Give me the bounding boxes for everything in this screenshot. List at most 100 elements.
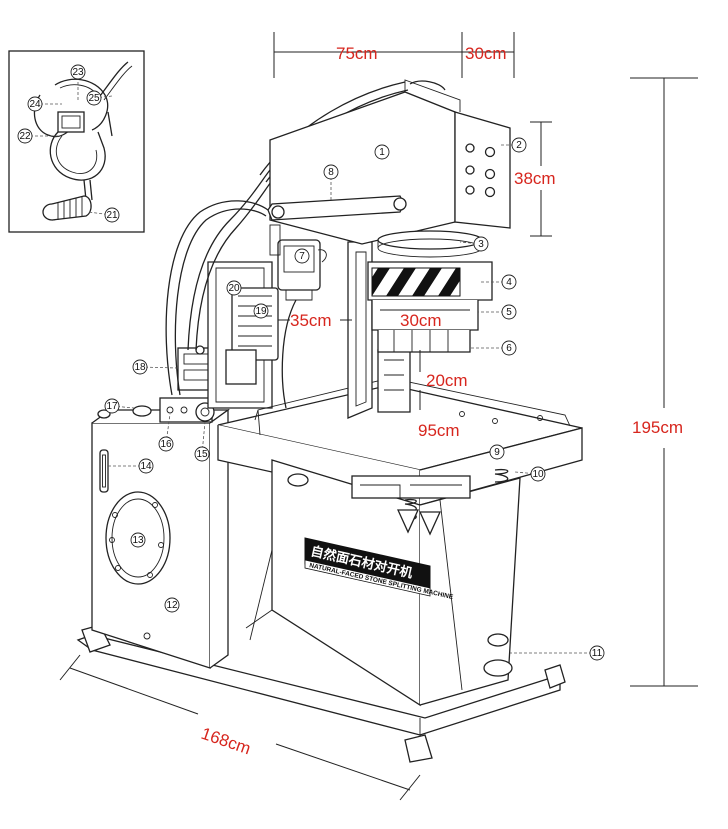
callout-circle	[489, 444, 505, 460]
callout-leader	[459, 241, 482, 245]
callout-13: 13	[130, 532, 146, 548]
callout-number: 3	[478, 239, 484, 250]
callout-leader	[514, 471, 539, 475]
callout-circle	[158, 436, 174, 452]
callout-number: 7	[299, 251, 305, 262]
callout-number: 25	[88, 93, 100, 104]
callout-circle	[501, 304, 517, 320]
dim-blade-width: 30cm	[400, 311, 442, 330]
callout-number: 11	[592, 648, 603, 659]
solenoid-valve	[269, 224, 327, 301]
press-column	[347, 241, 411, 419]
callout-number: 4	[506, 277, 512, 288]
callout-5: 5	[478, 304, 517, 320]
callout-17: 17	[104, 398, 135, 414]
callout-circle	[501, 340, 517, 356]
callout-19: 19	[253, 303, 269, 319]
lower-frame: 自然面石材对开机 NATURAL-FACED STONE SPLITTING M…	[245, 459, 521, 707]
callout-10: 10	[514, 466, 546, 482]
upper-blade	[367, 261, 493, 353]
callout-24: 24	[27, 96, 62, 112]
callout-number: 16	[160, 439, 172, 450]
callout-20: 20	[226, 280, 242, 296]
lower-blade-springs	[287, 468, 513, 677]
callout-circle	[164, 597, 180, 613]
callout-circle	[86, 90, 102, 106]
dimension-lines	[59, 32, 698, 801]
dim-head-height: 38cm	[514, 169, 556, 188]
callout-25: 25	[86, 90, 113, 106]
callout-number: 14	[140, 461, 152, 472]
callout-number: 10	[532, 469, 544, 480]
callout-number: 6	[506, 343, 512, 354]
base-frame	[76, 624, 566, 763]
callout-22: 22	[17, 128, 58, 144]
callout-number: 9	[494, 447, 500, 458]
callout-leader	[111, 405, 135, 409]
callout-2: 2	[500, 137, 527, 153]
upper-body	[269, 79, 511, 258]
callout-number: 21	[106, 210, 118, 221]
callout-number: 17	[106, 401, 118, 412]
callout-circle	[511, 137, 527, 153]
callout-circle	[130, 532, 146, 548]
callout-15: 15	[194, 421, 210, 462]
callout-circle	[70, 64, 86, 80]
callout-4: 4	[480, 274, 517, 290]
callout-number: 13	[132, 535, 144, 546]
callout-number: 23	[72, 67, 84, 78]
inset-detail	[8, 50, 145, 233]
callout-14: 14	[108, 458, 154, 474]
dim-depth-top: 30cm	[465, 44, 507, 63]
callout-number: 5	[506, 307, 512, 318]
callout-circle	[473, 236, 489, 252]
callout-number: 12	[166, 600, 178, 611]
callout-circle	[294, 248, 310, 264]
callout-number: 22	[19, 131, 31, 142]
callout-number: 8	[328, 167, 334, 178]
callout-circle	[530, 466, 546, 482]
dim-table-width: 95cm	[418, 421, 460, 440]
motor-assembly	[207, 261, 279, 409]
callout-16: 16	[158, 413, 174, 452]
callout-circle	[104, 207, 120, 223]
callout-23: 23	[70, 64, 86, 100]
callout-circle	[138, 458, 154, 474]
callout-circle	[17, 128, 33, 144]
callout-circle	[194, 446, 210, 462]
callout-number: 24	[29, 99, 41, 110]
callout-circle	[323, 164, 339, 180]
dim-width-top: 75cm	[336, 44, 378, 63]
callout-number: 20	[228, 283, 240, 294]
control-panel	[454, 111, 511, 229]
dim-total-height: 195cm	[632, 418, 683, 437]
callout-circle	[501, 274, 517, 290]
callout-number: 15	[196, 449, 208, 460]
oil-level-gauge	[99, 449, 109, 493]
callout-6: 6	[470, 340, 517, 356]
foot-pedal	[42, 195, 92, 221]
callout-circle	[253, 303, 269, 319]
callout-number: 19	[255, 306, 267, 317]
callout-circle	[226, 280, 242, 296]
callout-11: 11	[510, 645, 605, 661]
hydraulic-pipe	[267, 195, 407, 221]
callout-circle	[589, 645, 605, 661]
callout-21: 21	[87, 207, 120, 223]
callout-leader	[87, 211, 113, 216]
callout-9: 9	[489, 444, 505, 460]
dim-total-length: 168cm	[199, 724, 253, 759]
callout-3: 3	[459, 236, 489, 252]
dim-throat: 35cm	[290, 311, 332, 330]
callout-12: 12	[164, 597, 180, 613]
dim-opening: 20cm	[426, 371, 468, 390]
callout-circle	[104, 398, 120, 414]
callout-circle	[132, 359, 148, 375]
callout-8: 8	[323, 164, 339, 200]
callout-7: 7	[294, 248, 310, 264]
callout-number: 2	[516, 140, 522, 151]
callout-number: 1	[379, 147, 385, 158]
callout-leader	[93, 95, 113, 99]
